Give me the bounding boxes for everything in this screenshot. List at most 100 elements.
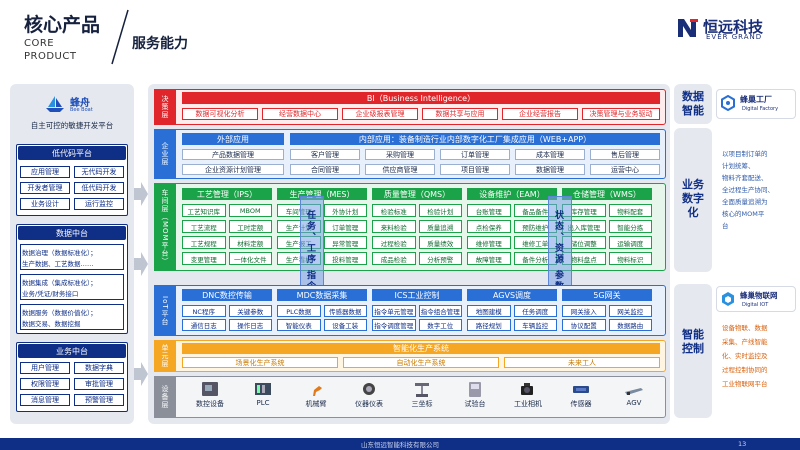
footer-company: 山东恒远智能科技有限公司: [361, 441, 439, 449]
slash-divider-icon: [111, 9, 129, 65]
ws-group-cell: MBOM: [228, 204, 272, 217]
ws-group-cell: 检验标准: [372, 204, 416, 217]
left-logo-en: Bee Boat: [70, 107, 93, 113]
device-item: 仪器仪表: [345, 380, 393, 409]
int-app-cell: 合同管理: [290, 164, 360, 175]
device-item: PLC: [239, 380, 287, 407]
device-item: 试验台: [451, 380, 499, 409]
enterprise-label: 企业层: [154, 129, 176, 179]
data-title: 数据中台: [18, 226, 126, 240]
data-item: 生产数据、工艺数据……: [22, 260, 94, 268]
data-box: [16, 224, 128, 334]
int-app-cell: 成本管理: [515, 149, 585, 160]
footer-bar: 山东恒远智能科技有限公司 13: [0, 438, 800, 450]
right-desc-line: 核心的MOM平: [722, 210, 765, 218]
lowcode-cell: 应用管理: [20, 166, 70, 178]
ws-group-cell: 来料检验: [372, 220, 416, 233]
iot-group-cell: 传感器数据: [323, 305, 367, 317]
dig-factory-en: Digital Factory: [742, 106, 779, 112]
camera-icon: [521, 383, 533, 395]
unit-cell: 场景化生产系统: [182, 357, 338, 368]
ext-app-cell: 产品数据管理: [182, 149, 284, 160]
right-desc-line: 台: [722, 222, 729, 230]
lowcode-cell: 运行监控: [74, 198, 124, 210]
agv-icon: [625, 388, 643, 395]
iot-group-cell: 数据路由: [608, 319, 652, 331]
iot-group-title: 5G网关: [562, 289, 652, 301]
iot-group-cell: 地图建模: [467, 305, 511, 317]
cmm-icon: [415, 383, 429, 397]
iot-group-cell: 车辆监控: [513, 319, 557, 331]
bi-title: BI（Business Intelligence）: [182, 92, 660, 104]
left-logo: 蜂舟 Bee Boat: [14, 92, 132, 130]
right-desc-line: 过程控制协同的: [722, 366, 768, 374]
int-app-cell: 售后管理: [590, 149, 660, 160]
data-item: 业务/凭证/财务接口: [22, 290, 79, 298]
flow-band-up-text-2: 参数: [553, 270, 563, 292]
lowcode-cell: 低代码开发: [74, 182, 124, 194]
iot-group-cell: 操作日志: [228, 319, 272, 331]
ws-group-cell: 工艺流程: [182, 220, 226, 233]
ws-group-cell: 质量追溯: [418, 220, 462, 233]
iot-group-cell: 指令单元管理: [372, 305, 416, 317]
iot-label: IoT平台: [154, 285, 176, 336]
right-label-biz-digital: 业务 数字 化: [682, 178, 704, 219]
unit-top-title: 智能化生产系统: [182, 343, 660, 354]
iot-group-cell: 智能仪表: [277, 319, 321, 331]
left-tagline: 自主可控的敏捷开发平台: [30, 121, 114, 130]
ws-group-cell: 故障管理: [467, 252, 511, 265]
int-app-cell: 订单管理: [440, 149, 510, 160]
biz-cell: 预警管理: [74, 394, 124, 406]
ws-group-cell: 订单管理: [323, 220, 367, 233]
page-title: 核心产品: [24, 14, 101, 36]
right-desc-line: 工业物联网平台: [722, 380, 768, 388]
iot-group-title: AGVS调度: [467, 289, 557, 301]
section-title: 服务能力: [132, 36, 188, 52]
int-app-cell: 运营中心: [590, 164, 660, 175]
ws-group-cell: 外协计划: [323, 204, 367, 217]
bi-cell: 经营数据中心: [262, 108, 338, 120]
right-desc-line: 物料齐套配送、: [722, 174, 768, 182]
right-label-smart-ctrl: 智能 控制: [682, 328, 704, 355]
iot-group-cell: 任务调度: [513, 305, 557, 317]
ws-group-cell: 变更管理: [182, 252, 226, 265]
ws-group-cell: 过程检验: [372, 236, 416, 249]
device-label: 设备层: [154, 376, 176, 418]
biz-title: 业务中台: [18, 344, 126, 358]
bi-cell: 企业经营报告: [502, 108, 578, 120]
sensor-icon: [573, 386, 589, 393]
ws-group-cell: 材料定额: [228, 236, 272, 249]
brand-logo-icon: [678, 19, 698, 37]
brand-name-en: EVER GRAND: [706, 33, 763, 41]
plc-icon: [255, 383, 271, 395]
ws-group-cell: 分析预警: [418, 252, 462, 265]
right-desc-line: 采集、产线智能: [722, 338, 768, 346]
ws-group-cell: 运输调度: [608, 236, 652, 249]
flow-band-up-text: 状态、资源: [553, 210, 563, 265]
biz-cell: 数据字典: [74, 362, 124, 374]
iot-group-cell: 通信日志: [182, 319, 226, 331]
ws-group-title: 仓储管理（WMS）: [562, 188, 652, 200]
hexagon-logo-icon: [721, 95, 735, 111]
right-desc-line: 以项目制订单的: [722, 150, 768, 158]
iot-logo-cn: 蜂巢物联网: [740, 291, 778, 300]
brand-name: 恒远科技: [703, 18, 764, 36]
right-label-data-intel: 数据 智能: [682, 90, 704, 117]
data-group: [20, 244, 124, 270]
device-label-text: 工业相机: [514, 400, 542, 408]
boat-logo-icon: [46, 96, 64, 112]
int-app-title: 内部应用：装备制造行业内部数字化工厂集成应用（WEB+APP）: [290, 133, 660, 145]
ws-group-cell: 维修管理: [467, 236, 511, 249]
device-item: 三坐标: [398, 380, 446, 409]
device-row: [154, 376, 666, 418]
ws-group-cell: 物料配套: [608, 204, 652, 217]
right-desc-line: 设备物联、数据: [722, 324, 768, 332]
iot-group-cell: 指令调度管理: [372, 319, 416, 331]
ext-app-cell: 企业资源计划管理: [182, 164, 284, 175]
ws-group-cell: 点检保养: [467, 220, 511, 233]
device-item: 传感器: [557, 380, 605, 409]
ws-group-title: 生产管理（MES）: [277, 188, 367, 200]
ext-app-title: 外部应用: [182, 133, 284, 145]
device-label-text: 试验台: [464, 400, 486, 408]
left-logo-cn: 蜂舟: [70, 98, 90, 109]
